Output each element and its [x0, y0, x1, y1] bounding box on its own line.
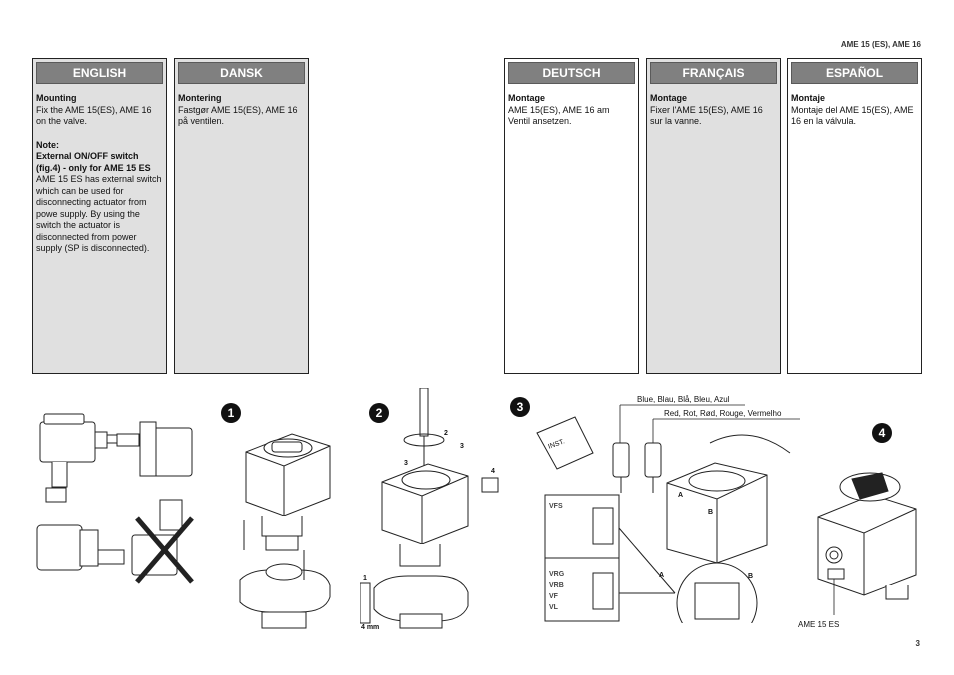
page-number: 3	[915, 639, 920, 648]
figure-4-badge: 4	[872, 423, 892, 443]
note-text: AME 15 ES has external switch which can …	[36, 174, 162, 253]
figure-3-illustration	[535, 403, 800, 623]
column-header-english: ENGLISH	[36, 62, 163, 84]
heading-montering: Montering	[178, 93, 222, 103]
montering-text: Fastgør AME 15(ES), AME 16 på ventilen.	[178, 104, 298, 127]
figure-4-illustration	[812, 455, 922, 615]
heading-mounting: Mounting	[36, 93, 77, 103]
fig2-label-3a: 3	[404, 460, 408, 467]
fig3-red-wire-label: Red, Rot, Rød, Rouge, Vermelho	[664, 409, 782, 418]
heading-montage-fr: Montage	[650, 93, 687, 103]
fig3-valve-type-vf: VF	[549, 593, 558, 600]
fig3-valve-type-vrg: VRG	[549, 571, 565, 578]
column-dansk: DANSK Montering Fastgør AME 15(ES), AME …	[174, 58, 309, 374]
note-heading: Note:	[36, 139, 59, 150]
orientation-illustration	[32, 400, 212, 600]
column-deutsch: DEUTSCH Montage AME 15(ES), AME 16 am Ve…	[504, 58, 639, 374]
figure-1-badge: 1	[221, 403, 241, 423]
figure-3-badge: 3	[510, 397, 530, 417]
heading-montaje: Montaje	[791, 93, 826, 103]
column-header-deutsch: DEUTSCH	[508, 62, 635, 84]
figure-2-badge: 2	[369, 403, 389, 423]
document-reference: AME 15 (ES), AME 16	[840, 40, 921, 49]
fig3-label-b-top: B	[708, 509, 714, 516]
fig3-label-a-bottom: A	[659, 572, 665, 579]
column-english: ENGLISH Mounting Fix the AME 15(ES), AME…	[32, 58, 167, 374]
montage-de-text: AME 15(ES), AME 16 am Ventil ansetzen.	[508, 104, 610, 127]
fig2-label-3b: 3	[460, 443, 464, 450]
fig3-blue-wire-label: Blue, Blau, Blå, Bleu, Azul	[637, 395, 730, 404]
fig3-valve-type-vrb: VRB	[549, 582, 564, 589]
column-header-dansk: DANSK	[178, 62, 305, 84]
figure-2-illustration	[360, 388, 510, 633]
column-header-francais: FRANÇAIS	[650, 62, 777, 84]
note-subheading: External ON/OFF switch (fig.4) - only fo…	[36, 151, 151, 173]
fig2-label-2: 2	[444, 430, 448, 437]
column-francais: FRANÇAIS Montage Fixer l'AME 15(ES), AME…	[646, 58, 781, 374]
fig2-label-4: 4	[491, 468, 495, 475]
fig4-caption: AME 15 ES	[798, 620, 840, 629]
figure-1-illustration	[232, 420, 342, 635]
montaje-text: Montaje del AME 15(ES), AME 16 en la vál…	[791, 104, 914, 127]
fig3-label-b-bottom: B	[748, 573, 754, 580]
fig3-label-a-top: A	[678, 492, 684, 499]
fig3-valve-type-top: VFS	[549, 503, 563, 510]
fig2-label-1: 1	[363, 575, 367, 582]
fig2-tool-label: 4 mm	[361, 624, 380, 631]
montage-fr-text: Fixer l'AME 15(ES), AME 16 sur la vanne.	[650, 104, 763, 127]
fig3-valve-type-vl: VL	[549, 604, 558, 611]
mounting-text: Fix the AME 15(ES), AME 16 on the valve.	[36, 104, 152, 127]
column-espanol: ESPAÑOL Montaje Montaje del AME 15(ES), …	[787, 58, 922, 374]
column-header-espanol: ESPAÑOL	[791, 62, 918, 84]
heading-montage-de: Montage	[508, 93, 545, 103]
